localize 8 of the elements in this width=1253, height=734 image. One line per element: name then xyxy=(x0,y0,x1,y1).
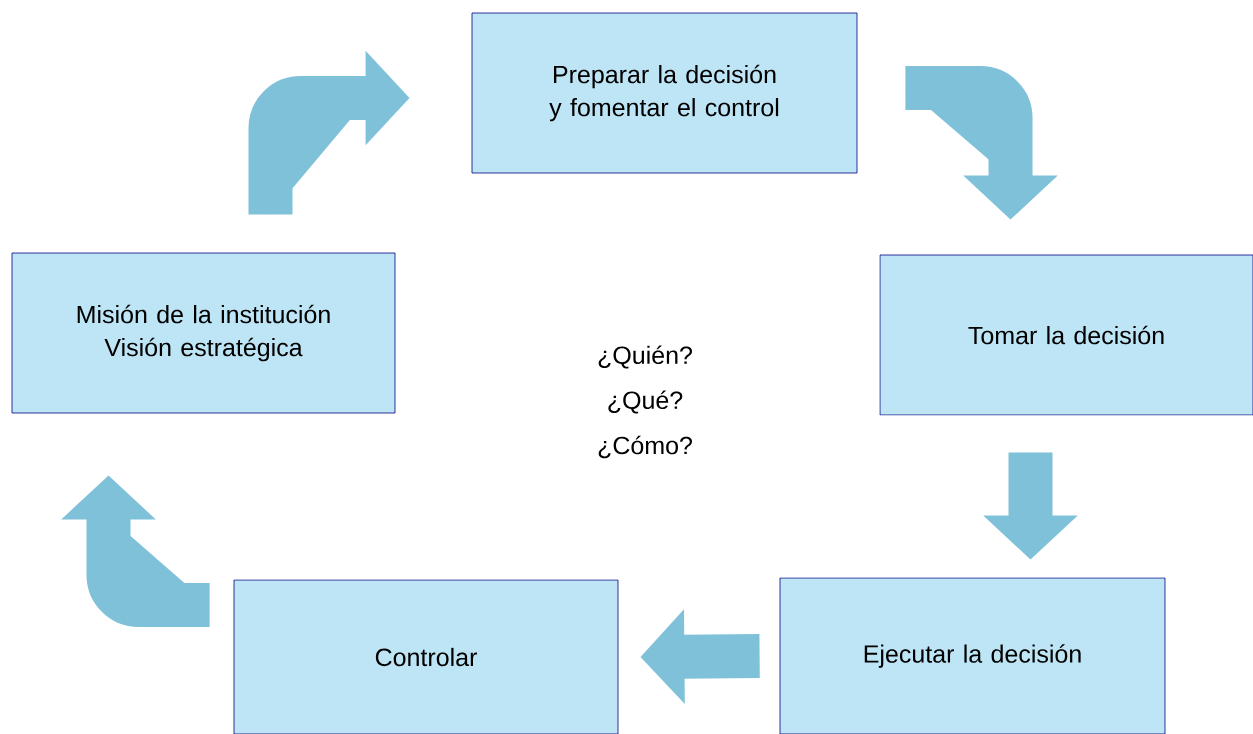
process-box: Misión de la institución Visión estratégica xyxy=(11,252,396,414)
question-text: ¿Qué? xyxy=(608,390,683,414)
question-text: ¿Quién? xyxy=(598,345,692,369)
question-text: ¿Cómo? xyxy=(598,435,692,459)
process-box: Tomar la decisión xyxy=(879,254,1253,416)
process-box: Ejecutar la decisión xyxy=(779,577,1166,734)
process-box: Preparar la decisión y fomentar el control xyxy=(471,12,858,174)
process-box: Controlar xyxy=(233,579,619,734)
